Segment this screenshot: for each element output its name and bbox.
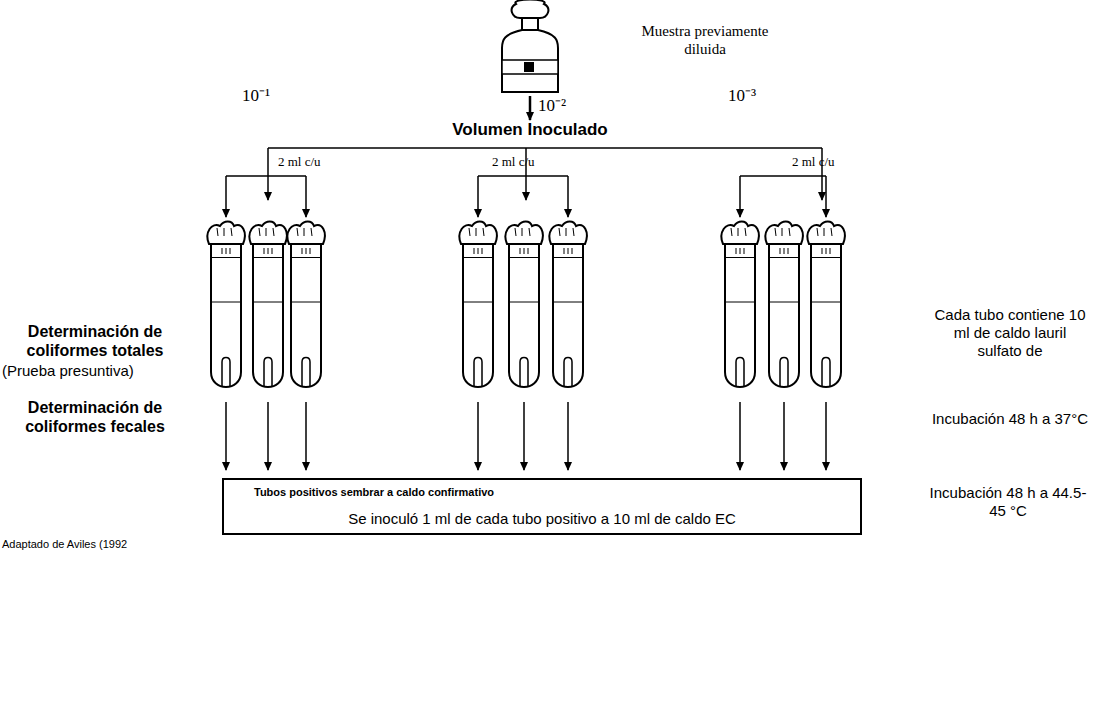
down-arrow [225, 402, 227, 470]
test-tube [721, 222, 758, 388]
down-arrow [267, 402, 269, 470]
label: 2 ml c/u [792, 154, 872, 170]
label: Cada tubo contiene 10 ml de caldo lauril… [930, 306, 1090, 360]
label: Volumen Inoculado [420, 120, 640, 140]
label: Incubación 48 h a 44.5-45 °C [922, 484, 1094, 520]
down-arrow [523, 402, 525, 470]
down-arrow [783, 402, 785, 470]
test-tube [807, 222, 844, 388]
label: 10⁻¹ [242, 86, 292, 106]
test-tube [249, 222, 286, 388]
label: Adaptado de Aviles (1992 [2, 538, 212, 551]
label: 2 ml c/u [492, 154, 572, 170]
box-text: Se inoculó 1 ml de cada tubo positivo a … [236, 510, 848, 527]
branch-lines [226, 148, 826, 217]
label: 2 ml c/u [278, 154, 358, 170]
box-heading: Tubos positivos sembrar a caldo confirma… [254, 486, 848, 498]
down-arrow [567, 402, 569, 470]
down-arrow [305, 402, 307, 470]
process-box: Tubos positivos sembrar a caldo confirma… [222, 478, 862, 535]
label: Determinación de coliformes totales [2, 322, 188, 360]
down-arrow [477, 402, 479, 470]
test-tubes [207, 222, 844, 388]
test-tube [549, 222, 586, 388]
test-tube [765, 222, 802, 388]
test-tube [207, 222, 244, 388]
test-tube [505, 222, 542, 388]
down-arrows [226, 402, 826, 470]
down-arrow [825, 402, 827, 470]
down-arrow [739, 402, 741, 470]
label: (Prueba presuntiva) [2, 362, 188, 380]
test-tube [287, 222, 324, 388]
label: Determinación de coliformes fecales [2, 398, 188, 436]
label: 10⁻² [538, 96, 588, 116]
label: Incubación 48 h a 37°C [930, 410, 1090, 428]
label: 10⁻³ [728, 86, 778, 106]
label: Muestra previamente diluida [620, 22, 790, 58]
test-tube [459, 222, 496, 388]
sample-bottle [502, 0, 558, 92]
